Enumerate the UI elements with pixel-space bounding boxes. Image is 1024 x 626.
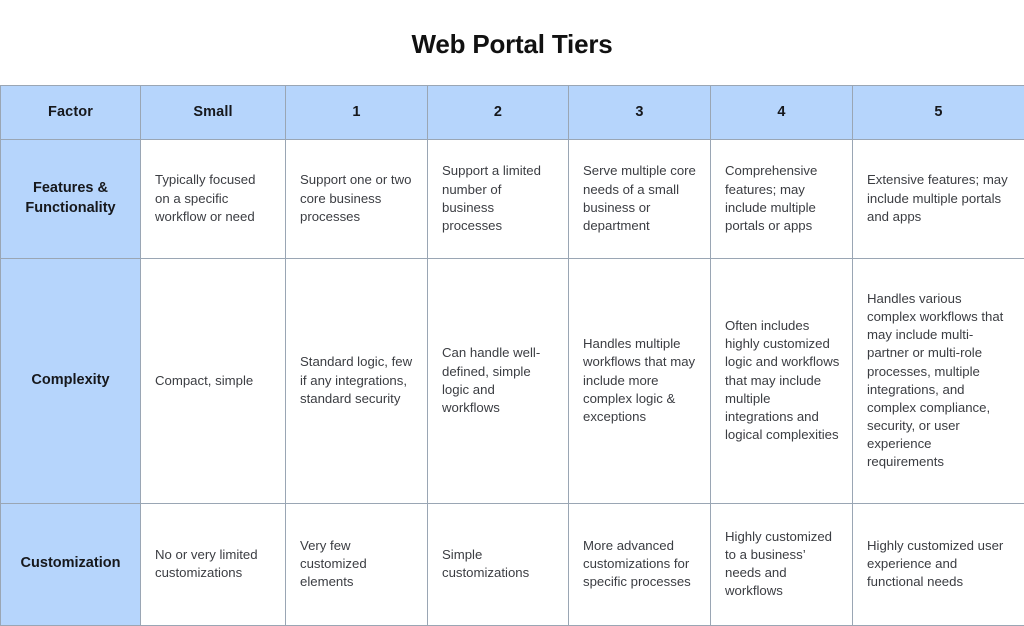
cell-complexity-3: Handles multiple workflows that may incl… [569, 258, 711, 503]
cell-features-small: Typically focused on a specific workflow… [141, 139, 286, 258]
cell-customization-3: More advanced customizations for specifi… [569, 503, 711, 625]
cell-customization-5: Highly customized user experience and fu… [853, 503, 1024, 625]
cell-customization-small: No or very limited customizations [141, 503, 286, 625]
column-header-3: 3 [569, 85, 711, 139]
table-header: Factor Small 1 2 3 4 5 [1, 85, 1024, 139]
table-row: Complexity Compact, simple Standard logi… [1, 258, 1024, 503]
column-header-factor: Factor [1, 85, 141, 139]
page-title: Web Portal Tiers [0, 0, 1024, 59]
table-row: Customization No or very limited customi… [1, 503, 1024, 625]
row-label-features-functionality: Features & Functionality [1, 139, 141, 258]
cell-complexity-small: Compact, simple [141, 258, 286, 503]
cell-features-1: Support one or two core business process… [286, 139, 428, 258]
cell-features-3: Serve multiple core needs of a small bus… [569, 139, 711, 258]
row-label-customization: Customization [1, 503, 141, 625]
row-label-complexity: Complexity [1, 258, 141, 503]
cell-complexity-2: Can handle well-defined, simple logic an… [428, 258, 569, 503]
column-header-small: Small [141, 85, 286, 139]
cell-complexity-1: Standard logic, few if any integrations,… [286, 258, 428, 503]
cell-customization-4: Highly customized to a business’ needs a… [711, 503, 853, 625]
column-header-5: 5 [853, 85, 1024, 139]
header-row: Factor Small 1 2 3 4 5 [1, 85, 1024, 139]
column-header-4: 4 [711, 85, 853, 139]
web-portal-tiers-table: Factor Small 1 2 3 4 5 Features & Functi… [0, 85, 1024, 626]
cell-features-4: Comprehensive features; may include mult… [711, 139, 853, 258]
table-body: Features & Functionality Typically focus… [1, 139, 1024, 625]
column-header-2: 2 [428, 85, 569, 139]
cell-customization-2: Simple customizations [428, 503, 569, 625]
table-row: Features & Functionality Typically focus… [1, 139, 1024, 258]
column-header-1: 1 [286, 85, 428, 139]
cell-features-2: Support a limited number of business pro… [428, 139, 569, 258]
cell-complexity-4: Often includes highly customized logic a… [711, 258, 853, 503]
cell-features-5: Extensive features; may include multiple… [853, 139, 1024, 258]
cell-customization-1: Very few customized elements [286, 503, 428, 625]
page-root: Web Portal Tiers Factor Small 1 2 3 4 5 … [0, 0, 1024, 586]
cell-complexity-5: Handles various complex workflows that m… [853, 258, 1024, 503]
